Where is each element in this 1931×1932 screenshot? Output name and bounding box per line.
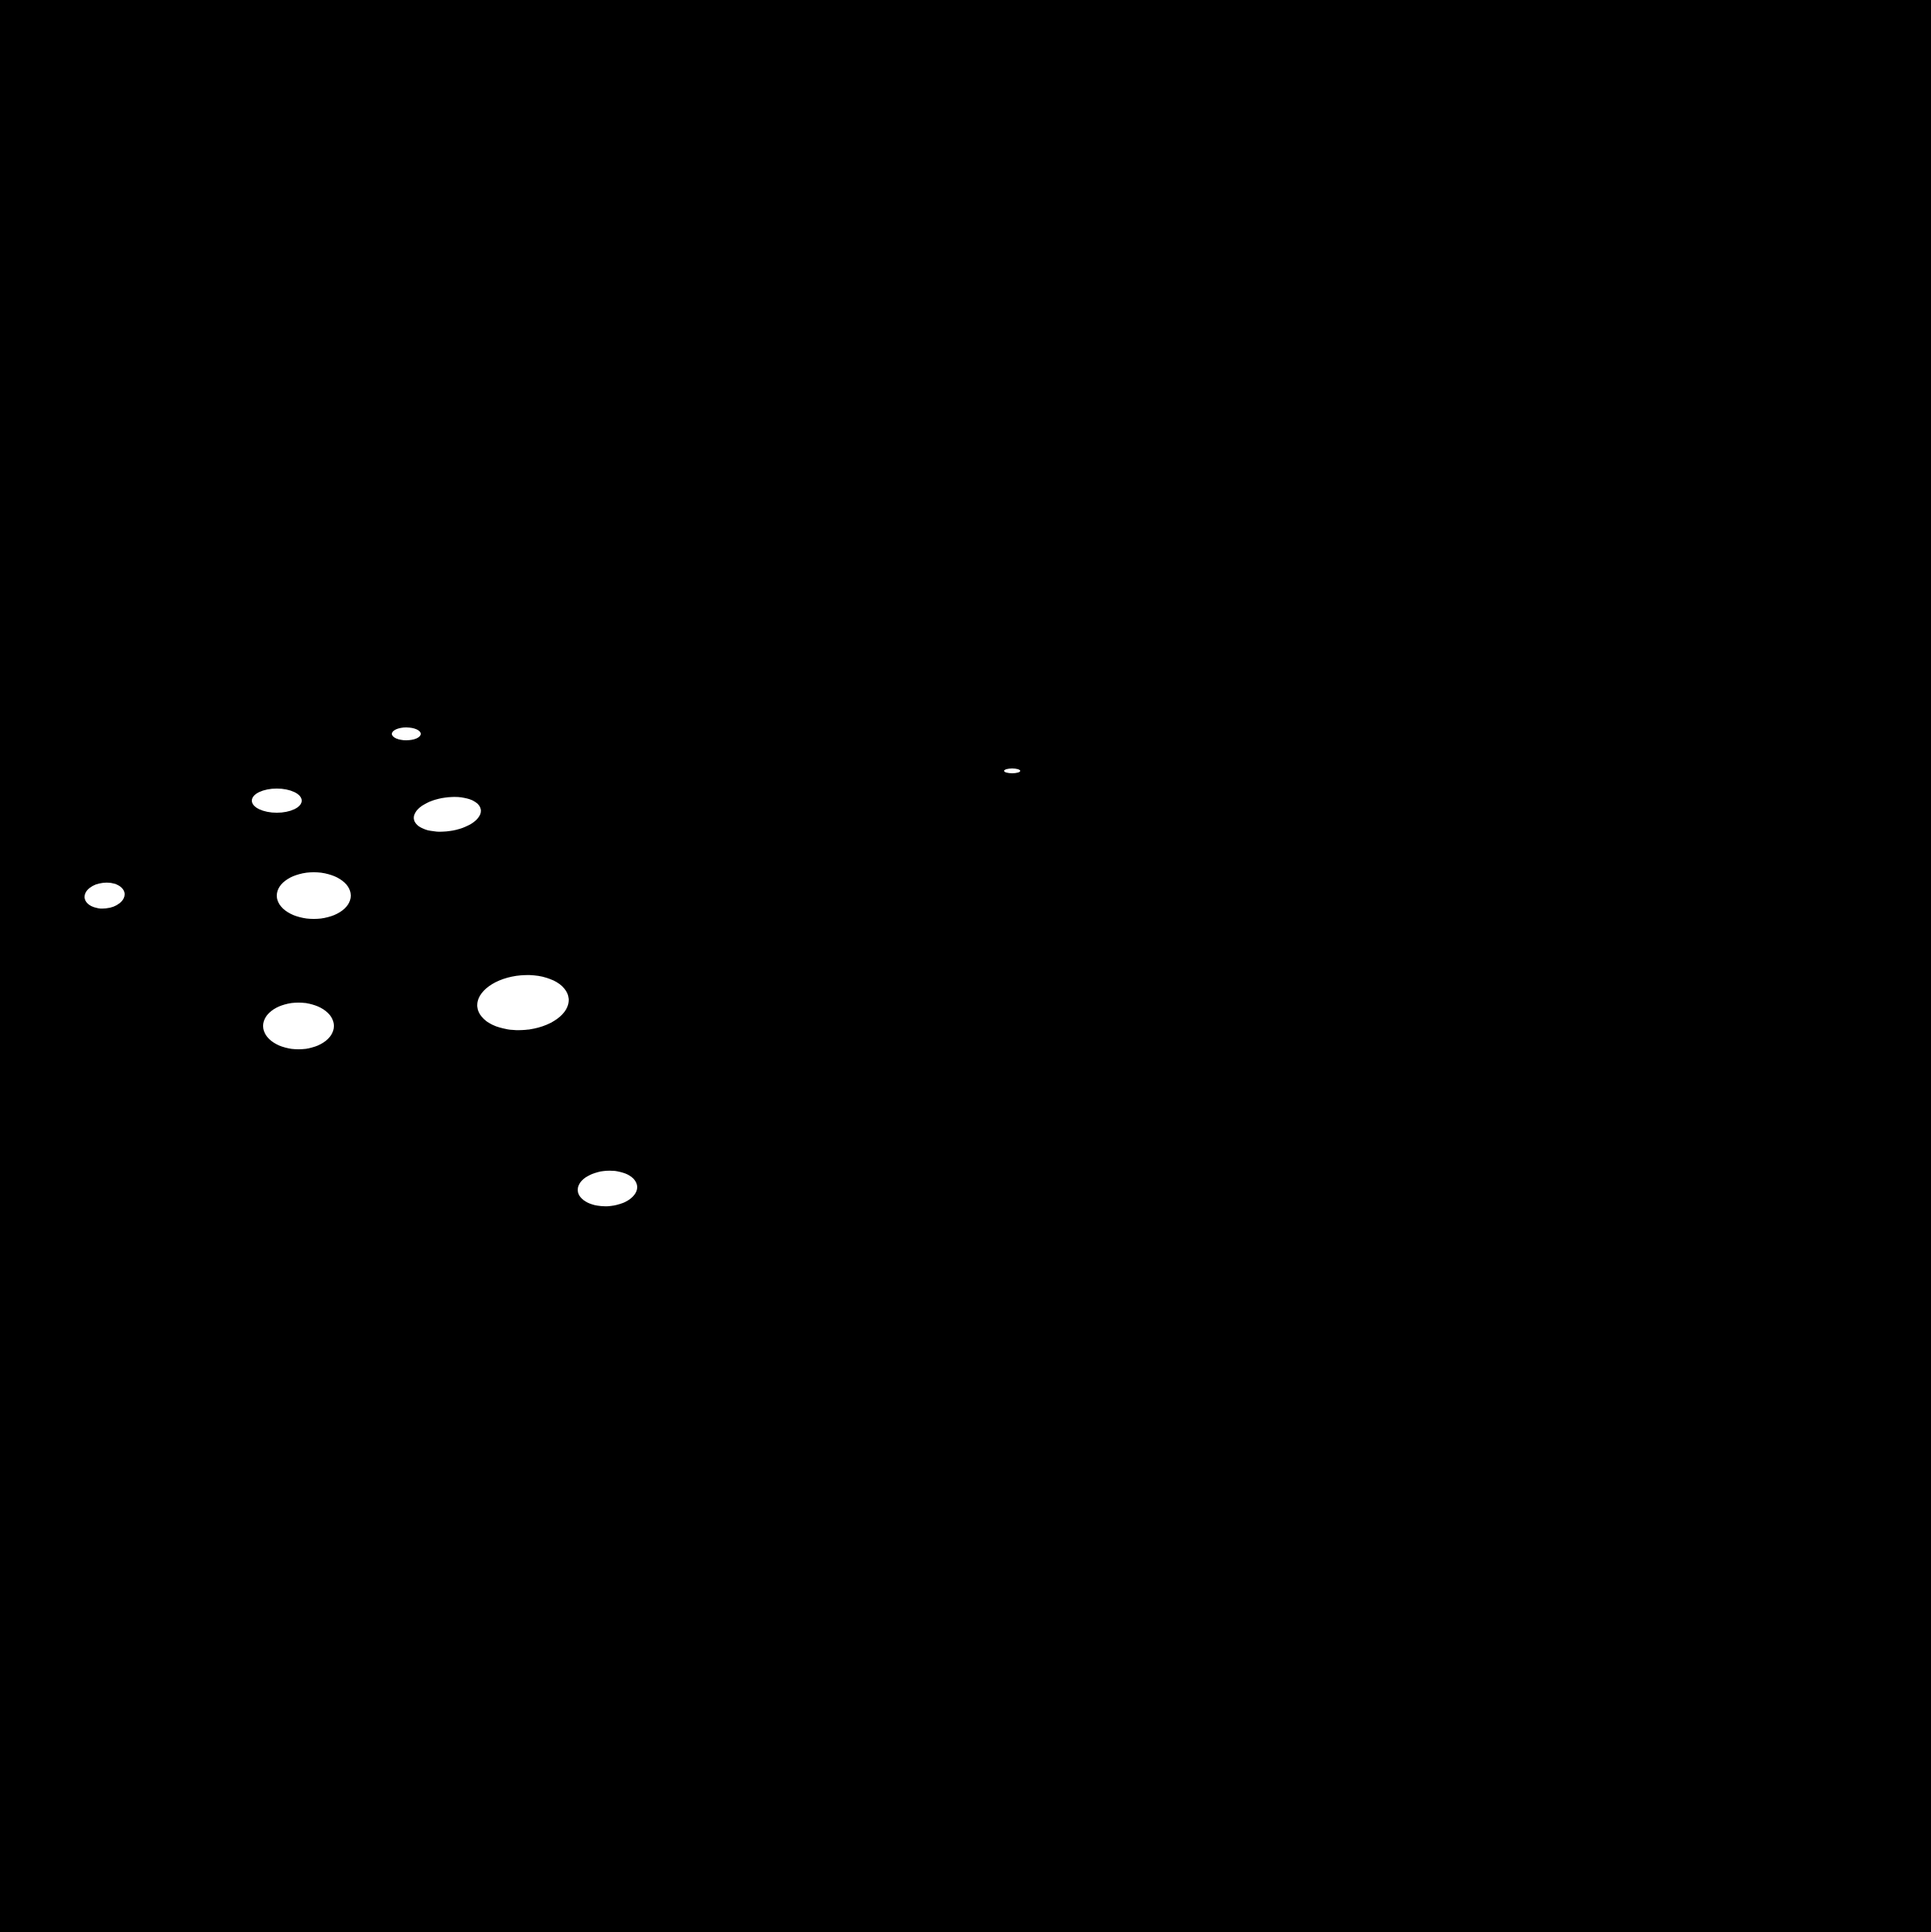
mask-blob [477, 974, 569, 1031]
mask-blob [578, 1170, 637, 1207]
mask-blob [414, 797, 481, 832]
mask-blob [263, 1003, 334, 1049]
mask-blob [277, 872, 351, 919]
mask-blob [252, 789, 302, 813]
mask-blob [1004, 768, 1020, 773]
mask-blob [392, 727, 421, 740]
blob-layer [84, 727, 1020, 1207]
mask-blob [84, 882, 125, 909]
